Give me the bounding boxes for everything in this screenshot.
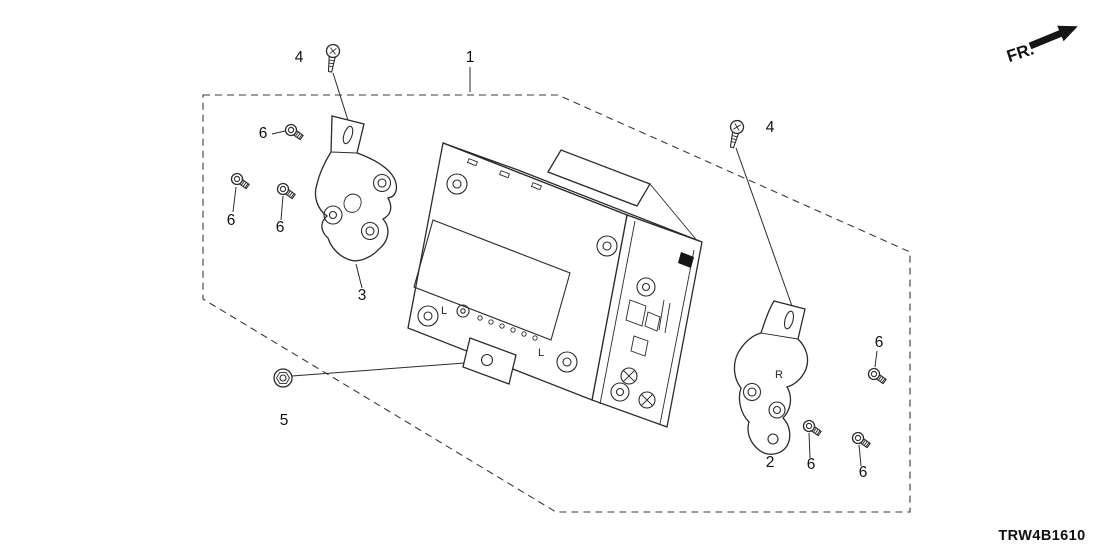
connector-block-icon [678, 252, 694, 268]
leader-bolt6-f [858, 444, 862, 467]
unit-vent-holes [477, 315, 538, 341]
callout-part-3[interactable]: 3 [358, 287, 367, 304]
callout-part-6-a[interactable]: 6 [259, 125, 268, 142]
boundary-outline [202, 94, 911, 513]
bracket-right-outline [733, 300, 809, 455]
callout-part-4-right[interactable]: 4 [766, 119, 775, 136]
unit-side-connectors [625, 252, 694, 357]
bracket-left-outline [314, 115, 398, 262]
diagram-code: TRW4B1610 [998, 528, 1085, 544]
unit-top-slot-c [530, 182, 542, 191]
bracket-left-slot [342, 125, 354, 145]
bracket-right-hole-a [742, 382, 762, 402]
bolt-6-f [851, 431, 871, 449]
bolt-5 [273, 368, 293, 388]
leader-bolt6-e [808, 432, 811, 459]
bracket-left-cutout [343, 193, 362, 213]
part-callouts: 4 1 6 4 6 6 3 5 6 2 6 6 [227, 49, 884, 481]
leader-screw4-right [735, 147, 793, 307]
bracket-left-fold [330, 151, 358, 154]
leader-bolt6-a [271, 130, 286, 135]
unit-side-edge-seam [659, 249, 695, 425]
unit-top-slot-a [466, 158, 478, 167]
bolt-6-a [284, 123, 304, 141]
callout-part-4-left[interactable]: 4 [295, 49, 304, 66]
fr-direction: FR. [1004, 25, 1078, 67]
unit-mount-holes [417, 173, 656, 402]
callout-part-6-c[interactable]: 6 [276, 219, 285, 236]
bracket-right: R [733, 300, 809, 455]
unit-side-gear-bolts [620, 367, 656, 409]
callout-part-5[interactable]: 5 [280, 412, 289, 429]
leader-bolt6-d [874, 350, 878, 368]
leader-part-3 [355, 263, 363, 289]
unit-bottom-mount-hole [480, 353, 494, 367]
unit-top-tab-edge [649, 183, 700, 244]
bracket-right-slot [783, 310, 795, 330]
leader-bolt6-b [232, 186, 237, 213]
bracket-right-hole-b [768, 401, 786, 419]
callout-part-6-e[interactable]: 6 [807, 456, 816, 473]
leader-lines [232, 67, 878, 467]
bracket-left-hole-a [372, 173, 392, 193]
unit-display-opening [413, 219, 571, 341]
unit-marking-l2: L [538, 347, 544, 359]
unit-top-slot-b [498, 170, 510, 179]
bracket-left-hole-b [360, 221, 380, 241]
bracket-left [314, 115, 398, 262]
unit-front-corner-seam [599, 220, 636, 405]
fr-arrow-icon [1028, 25, 1078, 50]
callout-part-1[interactable]: 1 [466, 49, 475, 66]
callout-part-6-d[interactable]: 6 [875, 334, 884, 351]
callout-part-6-f[interactable]: 6 [859, 464, 868, 481]
fr-label: FR. [1004, 40, 1036, 67]
screw-4-top-left [325, 43, 341, 73]
bolt-6-b [230, 172, 250, 190]
callout-part-6-b[interactable]: 6 [227, 212, 236, 229]
leader-part-5 [291, 361, 479, 377]
callout-part-2[interactable]: 2 [766, 454, 775, 471]
bracket-right-fold [760, 332, 799, 340]
bracket-left-boss [323, 205, 343, 225]
bracket-right-marking-r: R [775, 369, 783, 381]
unit-bottom-mount-tab [462, 337, 517, 385]
bolt-6-c [276, 182, 296, 200]
bracket-right-foot-hole [767, 433, 779, 445]
screw-4-right [729, 119, 745, 149]
bolt-6-d [867, 367, 887, 385]
bolt-6-e [802, 419, 822, 437]
leader-bolt6-c [280, 195, 284, 221]
audio-unit: L L [407, 142, 703, 428]
unit-marking-l1: L [441, 305, 447, 317]
